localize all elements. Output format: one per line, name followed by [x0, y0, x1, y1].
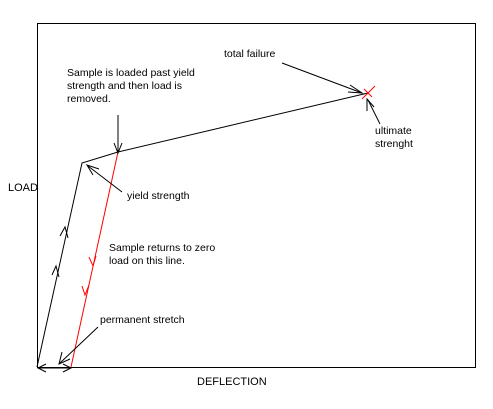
loading-curve — [36, 92, 369, 368]
x-axis-label: DEFLECTION — [197, 376, 267, 388]
total-failure-label: total failure — [224, 48, 276, 60]
arrowhead-icon — [113, 142, 123, 155]
y-axis-label: LOAD — [8, 182, 38, 194]
ultimate-strength-label: ultimate strenght — [375, 125, 415, 150]
left-arrow-icon — [36, 363, 47, 373]
failure-cross-mark — [361, 85, 376, 100]
arrowhead-icon — [58, 351, 71, 365]
ultimate-strength-arrow — [367, 99, 381, 125]
loaded-past-yield-label: Sample is loaded past yield strength and… — [67, 67, 198, 105]
permanent-stretch-arrow — [59, 326, 99, 364]
yield-strength-arrow — [87, 165, 123, 193]
up-arrow-icon — [51, 264, 60, 278]
returns-to-zero-label: Sample returns to zero load on this line… — [109, 242, 218, 267]
yield-strength-label: yield strength — [127, 190, 190, 202]
arrowhead-icon — [85, 164, 100, 176]
arrowhead-icon — [366, 97, 375, 111]
up-arrow-icon — [59, 225, 69, 239]
arrowhead-icon — [347, 84, 364, 94]
down-arrow-icon — [81, 284, 90, 297]
down-arrow-icon — [88, 255, 97, 268]
right-arrow-icon — [62, 363, 73, 373]
total-failure-arrow — [281, 62, 363, 94]
permanent-stretch-label: permanent stretch — [100, 314, 185, 326]
plot-frame — [37, 23, 476, 368]
failure-cross-mark — [363, 88, 373, 98]
